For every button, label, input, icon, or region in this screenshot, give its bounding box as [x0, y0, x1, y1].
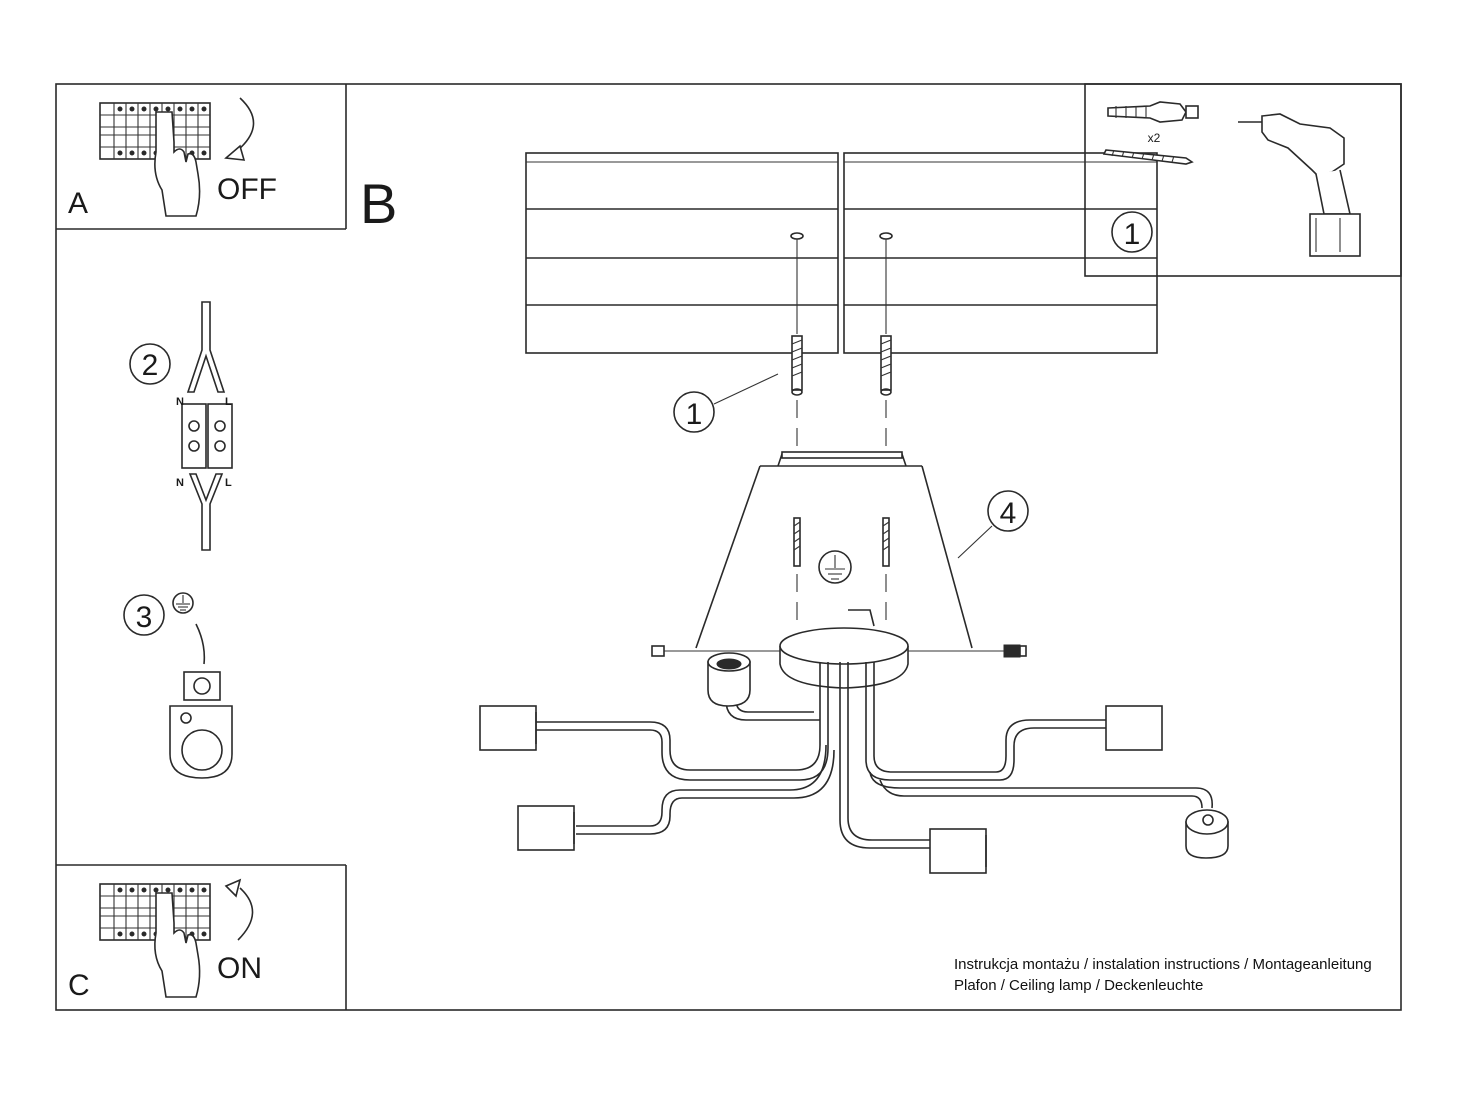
lampshade-bottom [929, 828, 987, 874]
dowels [790, 232, 893, 450]
panel-a-action: OFF [217, 173, 277, 206]
step-3-badge: 3 [136, 601, 153, 634]
tools-inset [1084, 83, 1402, 277]
drill-icon [1238, 113, 1361, 257]
panel-a: A OFF [68, 97, 277, 220]
lampshade-left-bottom [517, 805, 575, 851]
breaker-icon [99, 102, 211, 160]
lamp-arms [536, 662, 1213, 849]
terminal-block: 2 N L N L [129, 301, 233, 551]
ground-icon [172, 592, 194, 614]
arrow-icon [237, 887, 254, 941]
screw-icon [793, 517, 801, 567]
ground-icon [818, 550, 852, 584]
caption-line-1: Instrukcja montażu / instalation instruc… [954, 956, 1372, 973]
lampshade-right [1105, 705, 1163, 751]
hardware-quantity: x2 [1148, 131, 1161, 145]
arrow-icon [237, 97, 255, 151]
lampshade-left-top [479, 705, 537, 751]
panel-b-letter: B [360, 172, 397, 235]
caption: Instrukcja montażu / instalation instruc… [954, 954, 1372, 996]
socket-right [1185, 809, 1229, 859]
panel-c: C ON [68, 878, 262, 1002]
panel-c-action: ON [217, 952, 262, 985]
breaker-icon [99, 883, 211, 941]
panel-a-letter: A [68, 187, 88, 220]
dowel-icon [1107, 101, 1199, 123]
ground-terminal: 3 [123, 592, 233, 779]
step-2-badge: 2 [142, 349, 159, 382]
dowel-icon [880, 335, 892, 396]
live-label-bottom: L [225, 477, 232, 489]
mounting-bracket [695, 451, 973, 649]
sheet-frame [55, 83, 1402, 1011]
step-1-badge: 1 [686, 398, 703, 431]
inset-step-badge: 1 [1124, 218, 1141, 251]
caption-line-2: Plafon / Ceiling lamp / Deckenleuchte [954, 977, 1204, 994]
neutral-label-bottom: N [176, 477, 184, 489]
screw-icon [651, 645, 665, 657]
panel-c-letter: C [68, 969, 90, 1002]
screw-icon [882, 517, 890, 567]
ceiling [525, 152, 1158, 354]
socket-left [707, 652, 751, 707]
neutral-label-top: N [176, 396, 184, 408]
screw-icon [1102, 149, 1194, 165]
dowel-icon [791, 335, 803, 396]
canopy [779, 627, 909, 689]
live-label-top: L [225, 396, 232, 408]
step-4-badge: 4 [1000, 497, 1017, 530]
screw-icon [1003, 644, 1027, 658]
